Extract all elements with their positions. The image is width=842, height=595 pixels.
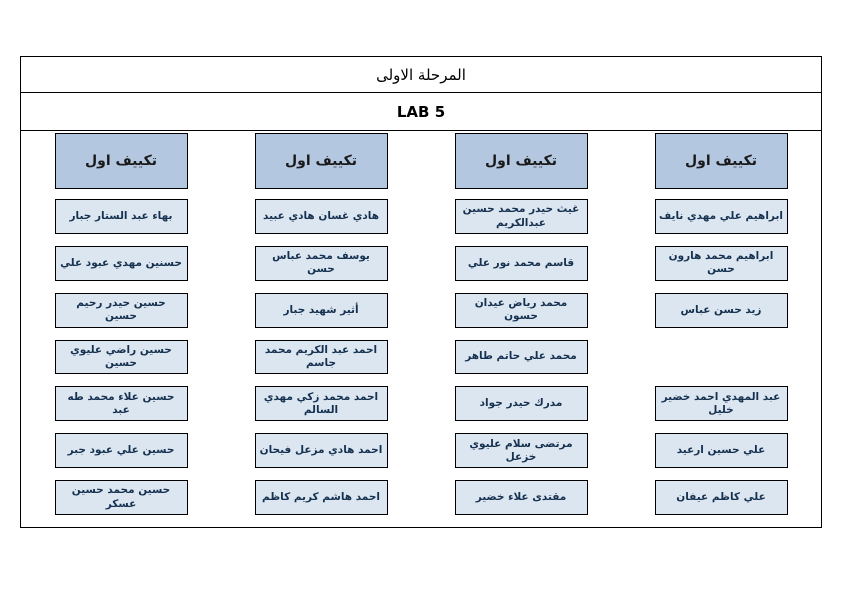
column-header-2: تكييف اول: [254, 133, 388, 190]
student-cell: ابراهيم علي مهدي نايف: [654, 199, 788, 234]
student-cell: بهاء عبد الستار جبار: [54, 199, 188, 234]
columns-container: تكييف اول بهاء عبد الستار جبار حسنين مهدي …: [21, 131, 821, 527]
table-title-row-lab: LAB 5: [21, 93, 821, 131]
student-cell: أثير شهيد جبار: [254, 292, 388, 328]
student-cell: محمد رياض عيدان حسون: [454, 292, 588, 328]
student-cell: هادي غسان هادي عبيد: [254, 199, 388, 234]
student-cell-empty: [655, 340, 788, 375]
student-cell: غيث حيدر محمد حسين عبدالكريم: [454, 199, 588, 234]
student-cell: حسين محمد حسين عسكر: [54, 480, 188, 515]
student-cell: احمد هاشم كريم كاظم: [254, 480, 388, 515]
student-cell: مدرك حيدر جواد: [454, 386, 588, 422]
column-header-1: تكييف اول: [54, 133, 188, 190]
student-cell: علي حسين ارعيد: [654, 433, 788, 469]
student-cell: حسين علاء محمد طه عبد: [54, 386, 188, 422]
student-cell: احمد محمد زكي مهدي السالم: [254, 386, 388, 422]
student-cell: مرتضى سلام عليوي خزعل: [454, 433, 588, 469]
table-column-3: تكييف اول غيث حيدر محمد حسين عبدالكريم قاس…: [421, 131, 621, 527]
page-title: المرحلة الاولى: [376, 65, 466, 84]
student-cell: احمد عبد الكريم محمد جاسم: [254, 339, 388, 375]
student-cell: علي كاظم عيفان: [654, 480, 788, 515]
table-column-2: تكييف اول هادي غسان هادي عبيد يوسف محمد عب…: [221, 131, 421, 527]
student-cell: ابراهيم محمد هارون حسن: [654, 245, 788, 281]
column-header-4: تكييف اول: [654, 133, 788, 190]
table-column-1: تكييف اول بهاء عبد الستار جبار حسنين مهدي …: [21, 131, 221, 527]
student-cell: احمد هادي مزعل فيحان: [254, 433, 388, 469]
student-cell: قاسم محمد نور علي: [454, 245, 588, 281]
student-cell: يوسف محمد عباس حسن: [254, 245, 388, 281]
student-cell: حسنين مهدي عبود علي: [54, 245, 188, 281]
student-cell: حسين حيدر رحيم حسين: [54, 292, 188, 328]
student-cell: زيد حسن عباس: [654, 292, 788, 328]
student-cell: حسين راضي عليوي حسين: [54, 339, 188, 375]
column-header-3: تكييف اول: [454, 133, 588, 190]
table-column-4: تكييف اول ابراهيم علي مهدي نايف ابراهيم مح…: [621, 131, 821, 527]
table-title-row-stage: المرحلة الاولى: [21, 57, 821, 93]
student-cell: عبد المهدي احمد خضير خليل: [654, 386, 788, 422]
student-assignment-table: المرحلة الاولى LAB 5 تكييف اول بهاء عبد ا…: [20, 56, 822, 528]
student-cell: حسين علي عبود جبر: [54, 433, 188, 469]
lab-subtitle: LAB 5: [396, 102, 446, 121]
student-cell: محمد علي حاتم طاهر: [454, 339, 588, 375]
student-cell: مقتدى علاء خضير: [454, 480, 588, 515]
